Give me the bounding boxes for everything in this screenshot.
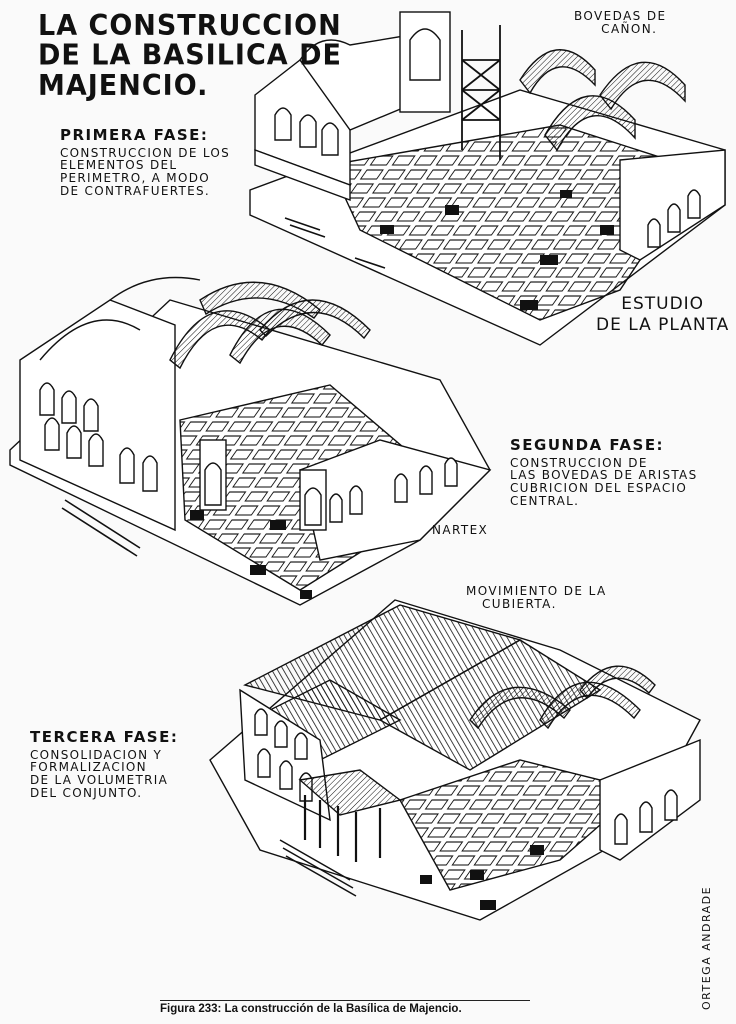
author-credit: ORTEGA ANDRADE <box>700 885 713 1010</box>
label-estudio-line-1: ESTUDIO <box>621 294 705 314</box>
label-bovedas: BOVEDAS DE CAÑON. <box>574 10 667 35</box>
label-movimiento-line-1: MOVIMIENTO DE LA <box>466 584 607 598</box>
phase-1-line-3: PERIMETRO, A MODO <box>60 170 210 185</box>
phase-2-line-3: CUBRICION DEL ESPACIO <box>510 480 688 495</box>
label-bovedas-line-2: CAÑON. <box>601 21 658 36</box>
phase1-drawing <box>249 11 726 346</box>
phase-1-block: PRIMERA FASE: CONSTRUCCION DE LOS ELEMEN… <box>60 126 231 198</box>
phase-2-line-2: LAS BOVEDAS DE ARISTAS <box>510 468 698 483</box>
drawing-title: LA CONSTRUCCION DE LA BASILICA DE MAJENC… <box>38 9 342 103</box>
label-movimiento-line-2: CUBIERTA. <box>482 596 557 611</box>
title-line-2: DE LA BASILICA DE <box>38 39 342 73</box>
phase-1-heading: PRIMERA FASE: <box>60 126 209 144</box>
title-line-1: LA CONSTRUCCION <box>38 9 342 43</box>
phase-3-line-4: DEL CONJUNTO. <box>30 785 143 800</box>
phase-3-block: TERCERA FASE: CONSOLIDACION Y FORMALIZAC… <box>30 728 179 800</box>
label-movimiento: MOVIMIENTO DE LA CUBIERTA. <box>466 585 607 610</box>
phase-3-line-2: FORMALIZACION <box>30 760 147 775</box>
phase-3-line-1: CONSOLIDACION Y <box>30 747 163 762</box>
label-bovedas-line-1: BOVEDAS DE <box>574 9 667 23</box>
phase-3-heading: TERCERA FASE: <box>30 728 179 746</box>
phase3-drawing <box>209 599 701 921</box>
phase-2-heading: SEGUNDA FASE: <box>510 436 665 454</box>
phase-1-line-1: CONSTRUCCION DE LOS <box>60 145 231 160</box>
phase-1-line-2: ELEMENTOS DEL <box>60 158 178 173</box>
phase-1-line-4: DE CONTRAFUERTES. <box>60 183 211 198</box>
phase-2-block: SEGUNDA FASE: CONSTRUCCION DE LAS BOVEDA… <box>510 436 698 508</box>
phase-2-line-4: CENTRAL. <box>510 493 580 508</box>
label-estudio: ESTUDIO DE LA PLANTA <box>596 294 730 335</box>
phase2-drawing <box>9 276 492 606</box>
figure-caption: Figura 233: La construcción de la Basíli… <box>160 1000 530 1015</box>
phase-3-line-3: DE LA VOLUMETRIA <box>30 772 169 787</box>
label-estudio-line-2: DE LA PLANTA <box>596 314 730 335</box>
label-nartex: NARTEX <box>432 523 489 537</box>
title-line-3: MAJENCIO. <box>38 69 209 103</box>
phase-2-line-1: CONSTRUCCION DE <box>510 455 648 470</box>
